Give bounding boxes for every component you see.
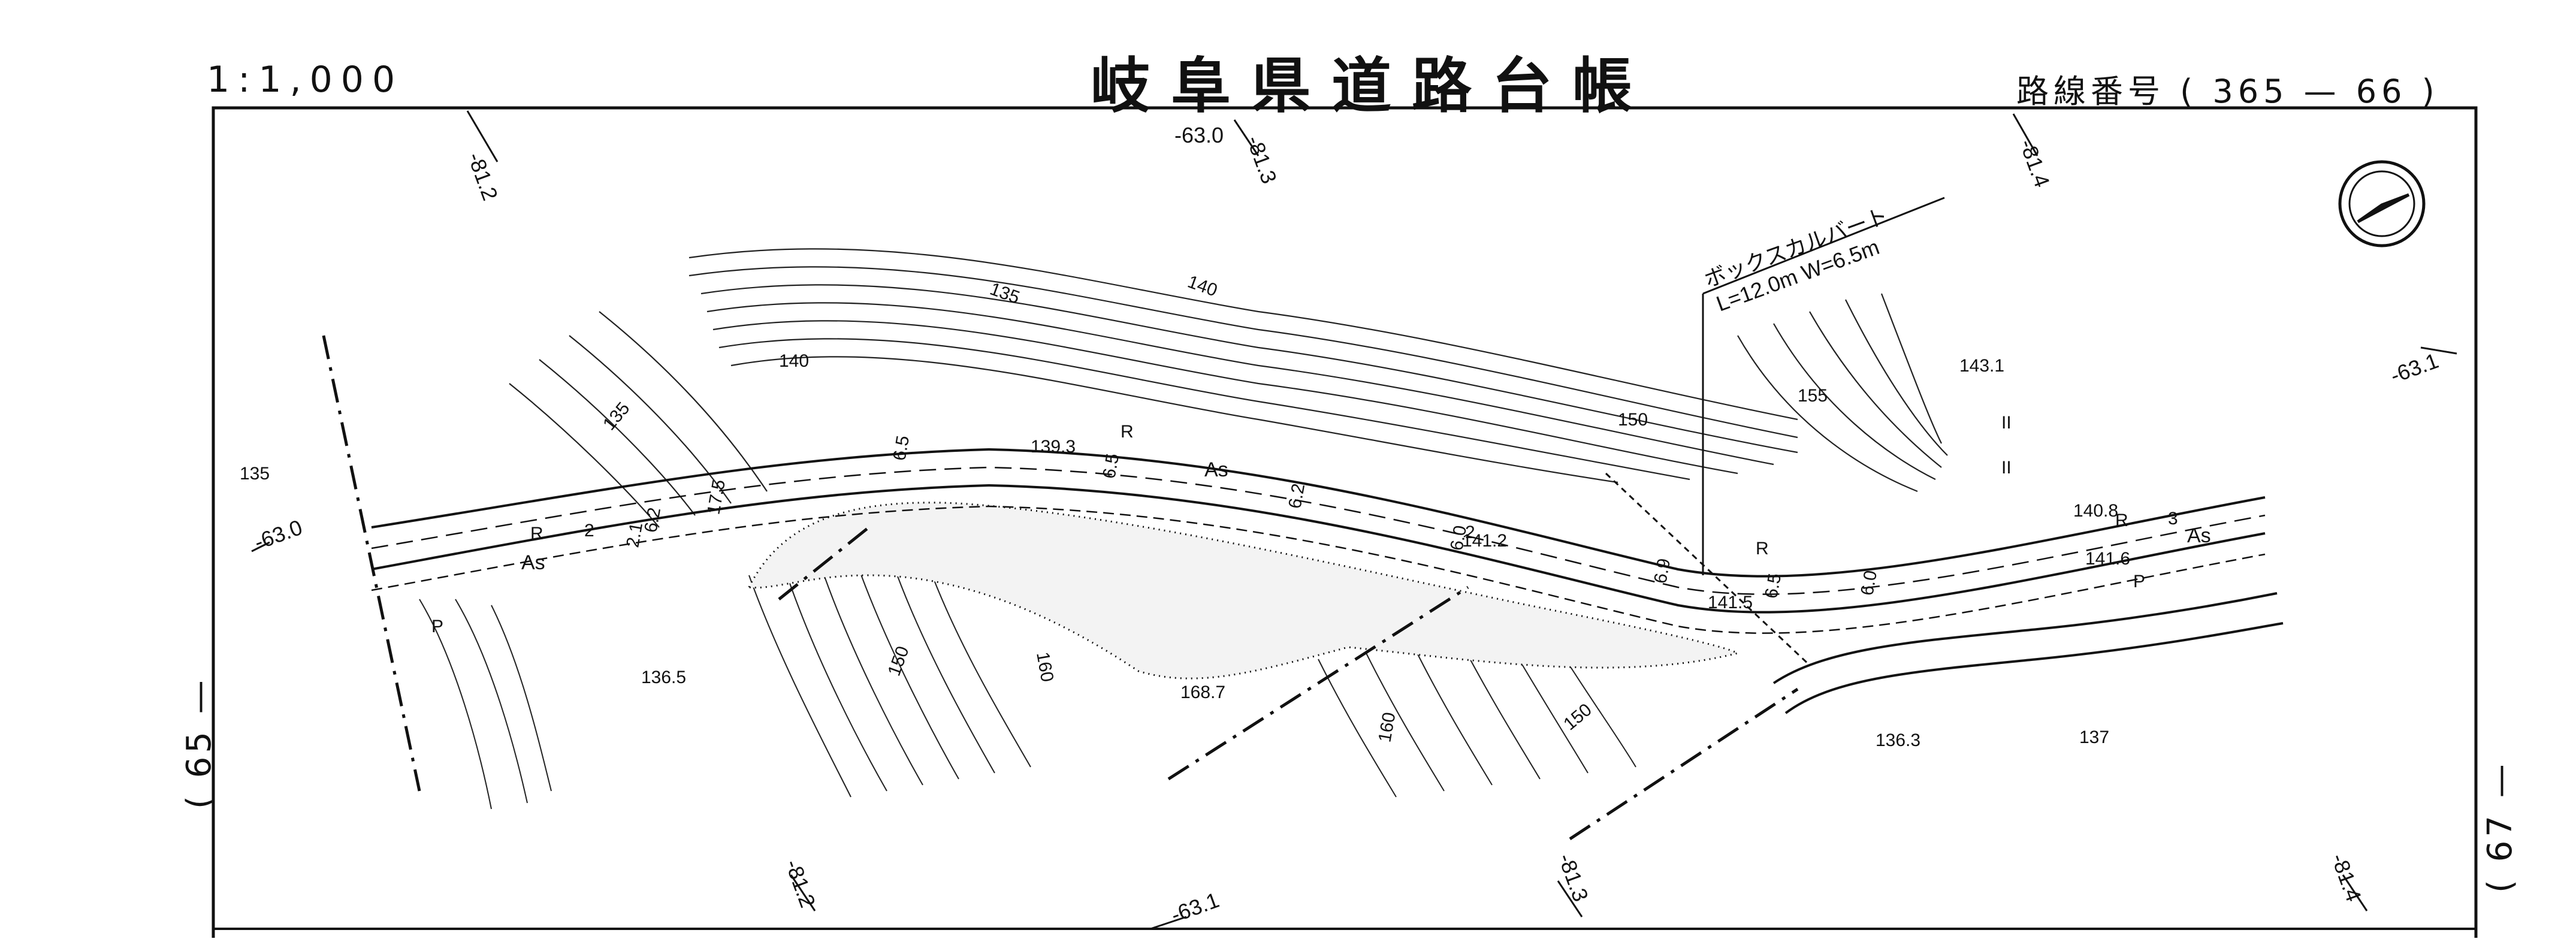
road-mark: II [2001,458,2012,478]
grid-label: -63.1 [2387,348,2442,388]
road-mark: 6.2 [1285,482,1309,510]
grid-label: -81.4 [2015,136,2055,191]
road-mark: P [431,617,443,636]
road-mark: 6.0 [1446,524,1470,552]
culvert-note: ボックスカルバート L=12.0m W=6.5m [1701,203,1891,316]
road-mark: R [1756,539,1769,558]
elevation: 150 [1560,700,1596,734]
road-mark: R [530,524,543,544]
grid-labels: -81.2 -63.0 -81.3 -81.4 -63.1 -63.0 -81.… [251,123,2442,928]
elevation: 160 [1375,711,1399,744]
road-mark: P [2133,572,2145,591]
road-mark: 6.5 [889,434,913,462]
grid-label: -81.3 [1242,132,1282,187]
grid-label: -81.3 [1553,850,1593,905]
slope-contours [419,563,1636,810]
elevation: 139.3 [1031,437,1076,457]
elevation: 135 [599,398,633,434]
road-mark: 2 [584,521,594,541]
grid-ticks [251,110,2457,930]
side-road [1772,592,2284,714]
map-frame [212,106,2478,938]
elevation: 136.3 [1876,730,1920,750]
road-mark: 6.5 [1099,452,1123,480]
road-mark: 6.2 [641,506,665,534]
road-mark: 17.5 [703,478,729,516]
grid-label: -81.2 [780,856,820,911]
road-mark: 6.0 [1857,569,1881,597]
culvert-leader [1702,197,1945,575]
elevation: 137 [2079,727,2109,747]
contour-lines [509,248,1948,528]
road-mark: R [2115,511,2128,530]
elevation: 140 [779,351,809,371]
elevation: 135 [987,279,1022,308]
road-mark: 6.9 [1650,557,1674,585]
road-centerline [371,448,2266,634]
elevation: 143.1 [1959,356,2004,376]
elevation: 168.7 [1180,683,1225,702]
elevation-labels: 135 140 135 140 135 155 150 143.1 139.3 … [240,272,2130,750]
culvert-dash [1605,472,1811,666]
elevation: 141.5 [1708,593,1753,612]
road-mark: 3 [2168,509,2178,529]
elevation: 141.2 [1462,531,1507,551]
grid-label: -63.0 [1174,123,1224,147]
road-mark: 2.1 [623,521,647,549]
grid-label: -81.2 [463,149,503,204]
dotted-slope-area [747,502,1741,680]
road-mark: As [2187,524,2211,547]
boundary-lines [322,335,1799,841]
elevation: 150 [884,644,913,678]
road-mark: 2 [1465,523,1475,542]
road-mark: R [1121,422,1134,442]
elevation: 136.5 [641,668,686,687]
road-mark: 6.5 [1761,572,1785,600]
elevation: 135 [240,464,270,484]
road-mark: As [1204,458,1228,481]
map-scale: 1:1,000 [207,59,404,101]
elevation: 150 [1618,410,1648,430]
elevation: 155 [1798,386,1828,406]
grid-label: -63.0 [251,515,306,555]
grid-label: -81.4 [2326,850,2366,905]
road-mark: As [521,551,545,574]
elevation: 140 [1185,272,1220,301]
elevation: 160 [1032,650,1057,683]
road-mark: II [2001,413,2012,433]
road-marks: R R R R As As As P P 6.5 6.5 6.2 6.2 6.0… [431,413,2211,636]
north-arrow-icon [2338,160,2426,247]
route-number: 路線番号 ( 365 — 66 ) [2016,73,2439,110]
grid-label: -63.1 [1168,887,1222,928]
elevation: 140.8 [2073,501,2118,521]
elevation: 141.6 [2085,549,2130,569]
